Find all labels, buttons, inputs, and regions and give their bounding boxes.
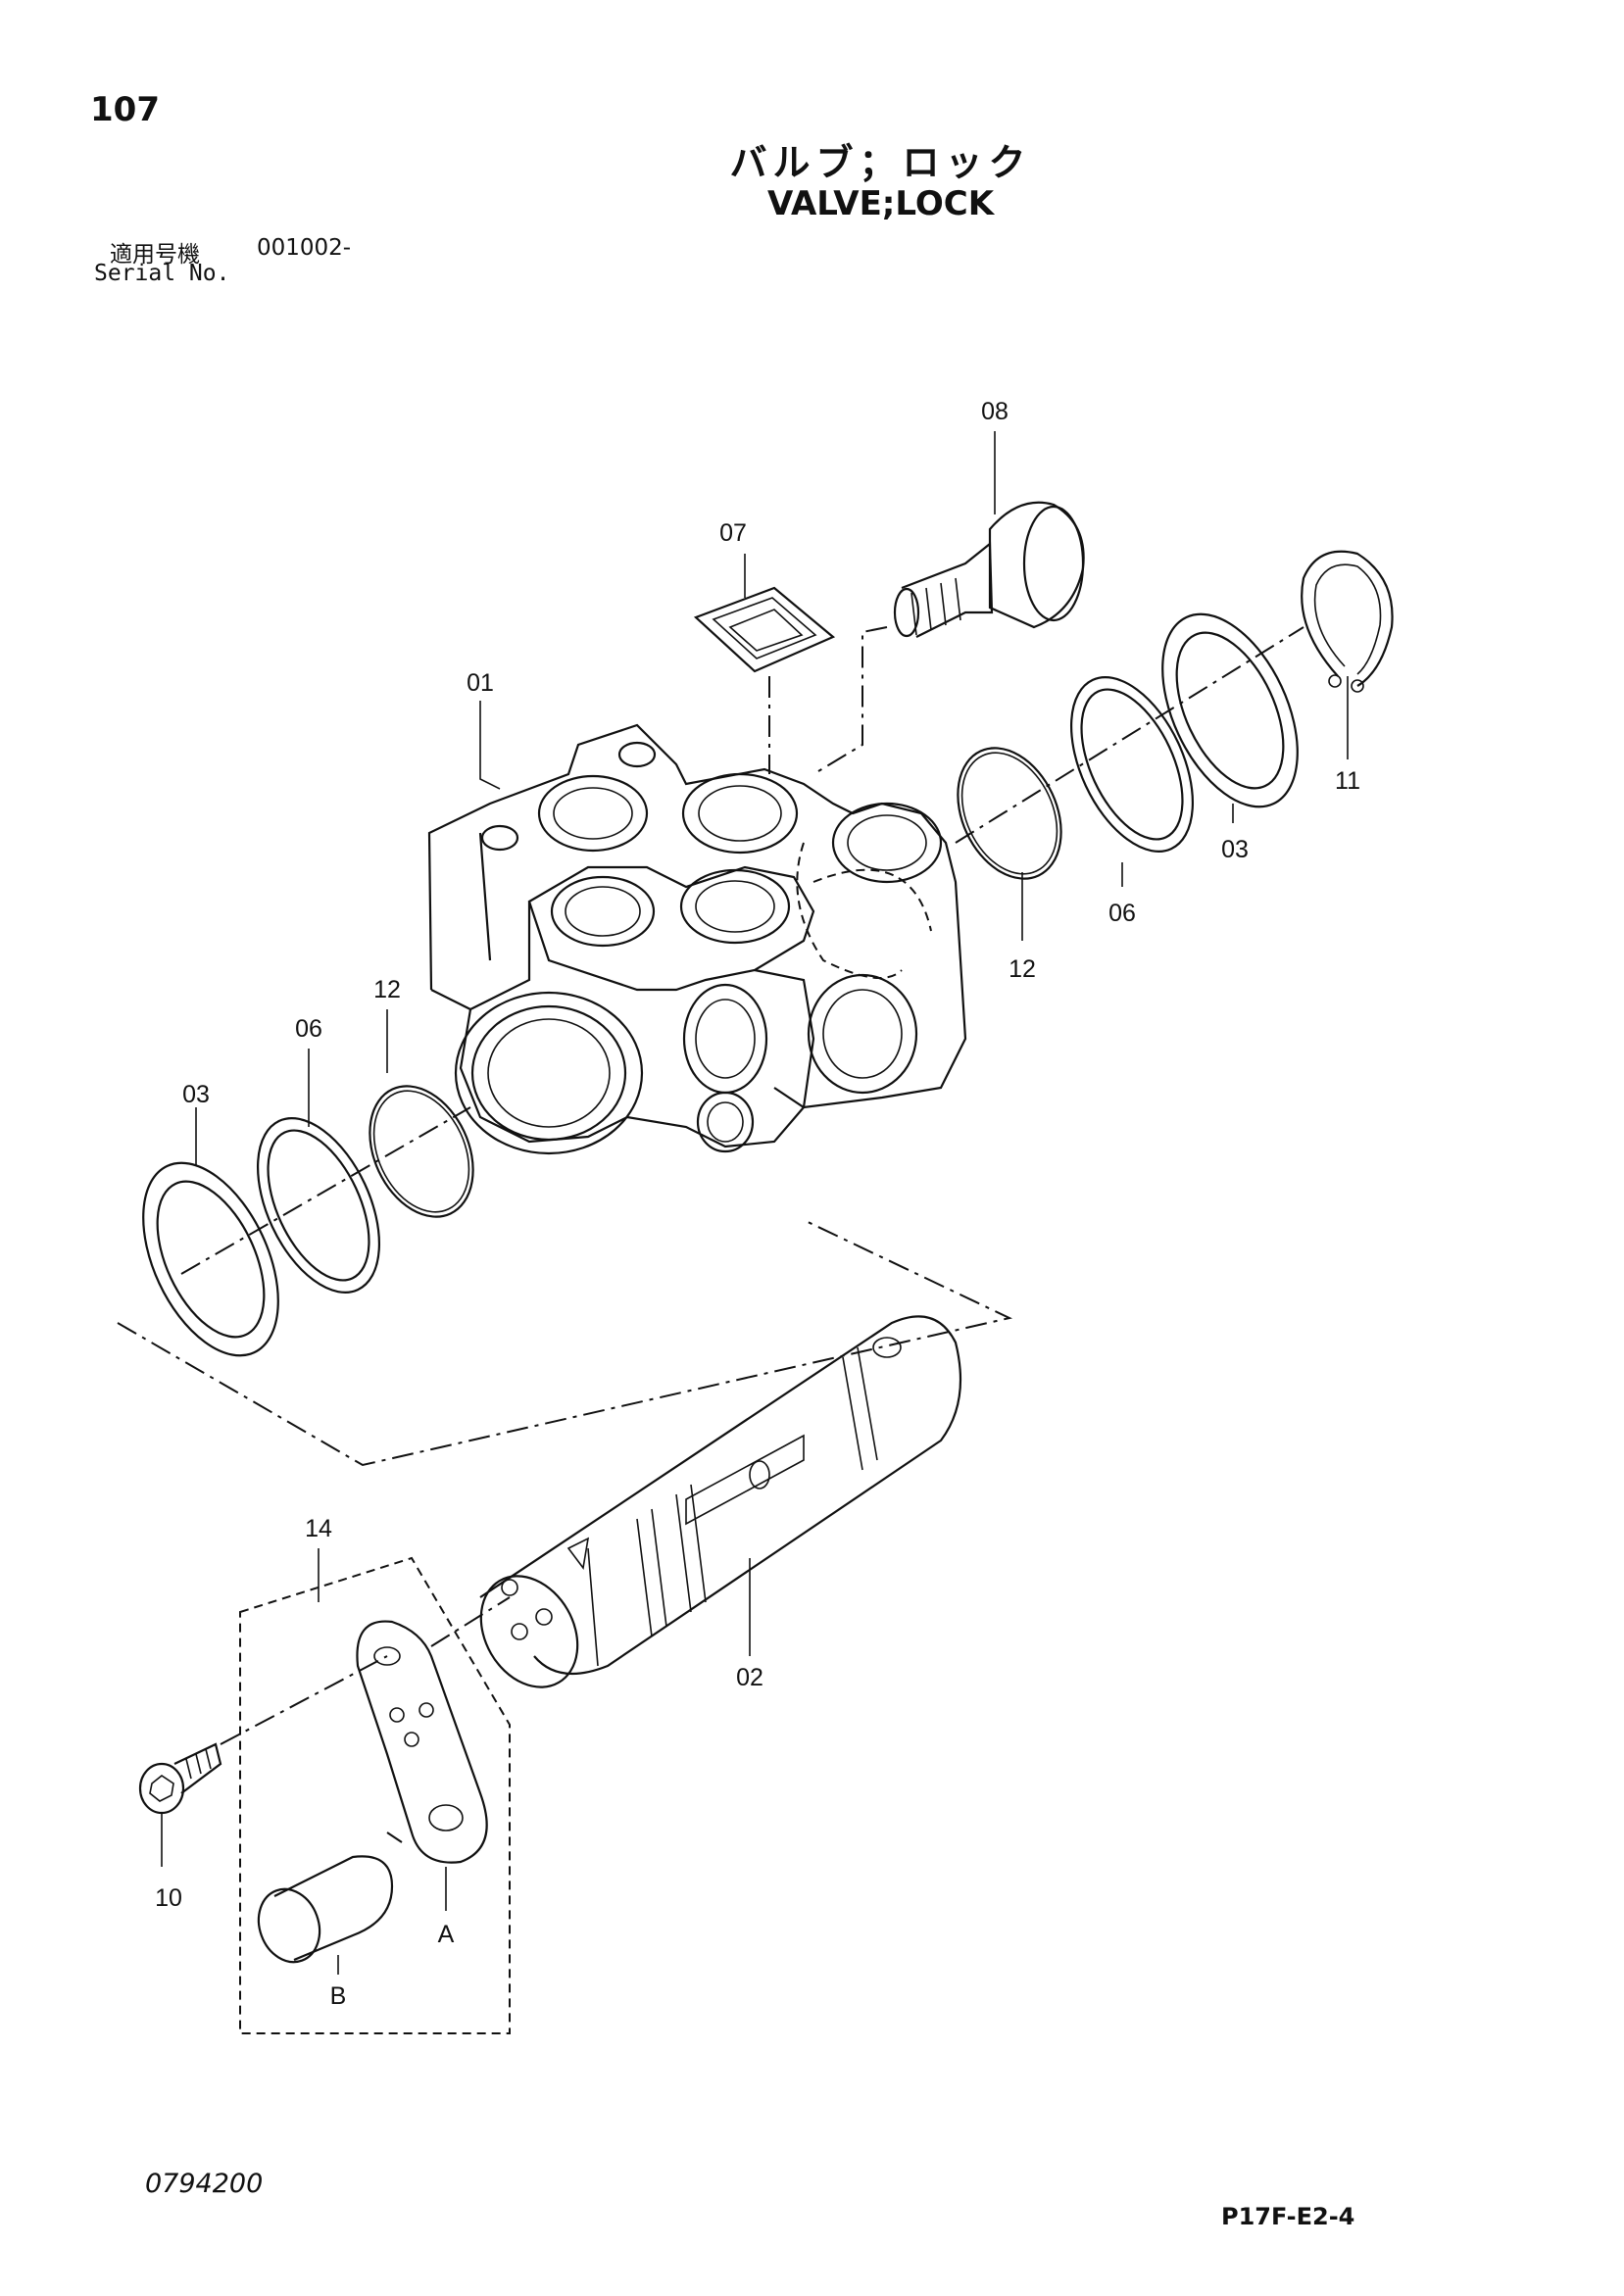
- callout-03-left: 03: [182, 1081, 210, 1108]
- plate-part-07: [693, 586, 836, 774]
- callout-03-right: 03: [1221, 836, 1249, 863]
- assembly-boundary-14: [239, 1556, 511, 2034]
- callout-07: 07: [719, 519, 747, 547]
- callout-06-left: 06: [295, 1015, 322, 1043]
- drawing-code: 0794200: [145, 2169, 264, 2199]
- serial-range: 001002-: [257, 235, 352, 261]
- callout-B: B: [330, 1982, 347, 2010]
- page-title-japanese: バルブ；ロック: [729, 141, 1032, 184]
- callout-06-right: 06: [1108, 900, 1136, 927]
- page-title-english: VALVE;LOCK: [766, 184, 995, 223]
- callout-01: 01: [467, 669, 494, 697]
- pin-part-B: [257, 1855, 394, 1964]
- ring-part-06-left: [256, 1117, 381, 1294]
- valve-body-part-01: [427, 723, 967, 1155]
- page-number: 107: [90, 90, 160, 129]
- serial-label-english: Serial No.: [94, 261, 230, 286]
- bolt-part-10: [138, 1742, 222, 1815]
- serial-label-japanese: 適用号機: [110, 242, 200, 268]
- spool-part-02: [479, 1315, 962, 1688]
- plug-part-08: [812, 501, 1085, 775]
- callout-10: 10: [155, 1884, 182, 1912]
- o-ring-part-12-left: [369, 1085, 474, 1218]
- callout-A: A: [438, 1921, 455, 1948]
- ring-part-03-right: [1161, 612, 1299, 808]
- ring-part-03-left: [142, 1161, 279, 1357]
- callout-02: 02: [736, 1664, 763, 1691]
- leader-lines: [161, 431, 1349, 1975]
- lever-part-A: [356, 1620, 488, 1864]
- callout-08: 08: [981, 398, 1009, 425]
- snap-ring-part-11: [1301, 550, 1394, 693]
- page-code: P17F-E2-4: [1221, 2203, 1355, 2230]
- callout-12-right: 12: [1009, 955, 1036, 983]
- ring-part-06-right: [1069, 676, 1195, 853]
- callout-11: 11: [1335, 767, 1360, 795]
- o-ring-part-12-right: [957, 747, 1062, 880]
- callout-12-left: 12: [373, 976, 401, 1003]
- callout-14: 14: [305, 1515, 332, 1542]
